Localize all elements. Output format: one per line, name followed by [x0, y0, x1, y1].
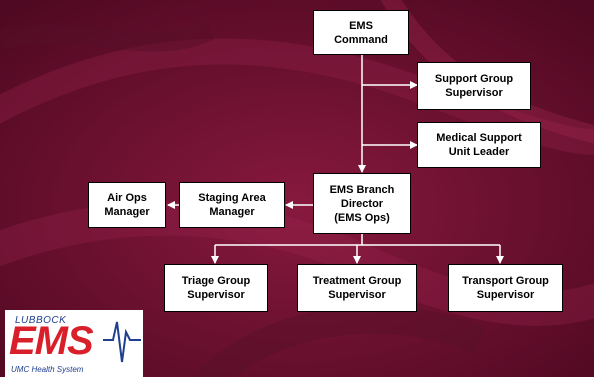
node-transport-group-supervisor: Transport Group Supervisor	[448, 264, 563, 312]
lubbock-ems-logo: LUBBOCK EMS UMC Health System	[5, 310, 143, 377]
node-triage-group-line-1: Triage Group	[181, 275, 251, 287]
node-branch-director-line-2: Director	[340, 197, 384, 210]
node-support-group-line-1: Support Group	[434, 73, 514, 85]
logo-sub-text: UMC Health System	[11, 365, 84, 374]
node-medical-support-unit-leader: Medical Support Unit Leader	[417, 122, 541, 168]
node-triage-group-line-2: Supervisor	[187, 289, 245, 301]
node-ems-branch-director: EMS Branch Director (EMS Ops)	[313, 173, 411, 234]
node-ems-command-line-2: Command	[334, 33, 388, 46]
node-staging-area-manager: Staging Area Manager	[179, 182, 285, 228]
heartbeat-line-icon	[103, 321, 141, 363]
logo-top-text: LUBBOCK	[15, 315, 67, 326]
node-ems-command-line-1: EMS	[349, 19, 373, 32]
node-support-group-line-2: Supervisor	[445, 87, 503, 99]
node-transport-group-line-1: Transport Group	[462, 275, 549, 287]
node-air-ops-manager: Air Ops Manager	[88, 182, 166, 228]
node-branch-director-line-1: EMS Branch	[329, 183, 395, 196]
node-medical-support-line-2: Unit Leader	[448, 146, 510, 158]
node-treatment-group-line-1: Treatment Group	[312, 275, 402, 287]
node-triage-group-supervisor: Triage Group Supervisor	[164, 264, 268, 312]
node-treatment-group-line-2: Supervisor	[328, 289, 386, 301]
node-staging-area-line-1: Staging Area	[198, 192, 266, 204]
node-transport-group-line-2: Supervisor	[476, 289, 535, 301]
node-ems-command: EMS Command	[313, 10, 409, 55]
node-medical-support-line-1: Medical Support	[436, 132, 522, 144]
node-support-group-supervisor: Support Group Supervisor	[417, 62, 531, 110]
node-staging-area-line-2: Manager	[209, 206, 255, 218]
node-treatment-group-supervisor: Treatment Group Supervisor	[297, 264, 417, 312]
logo-main-text: EMS	[9, 319, 94, 363]
node-branch-director-line-3: (EMS Ops)	[334, 211, 390, 224]
node-air-ops-line-2: Manager	[104, 206, 150, 218]
node-air-ops-line-1: Air Ops	[107, 192, 147, 204]
